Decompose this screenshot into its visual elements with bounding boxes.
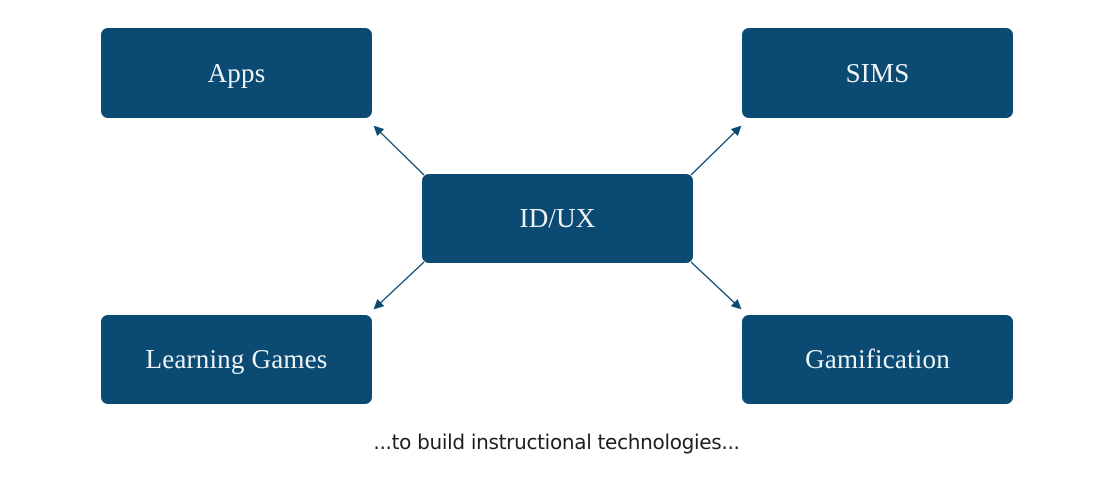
learning-games-node: Learning Games [101, 315, 372, 404]
arrow-to-sims [690, 125, 742, 176]
gamification-node-label: Gamification [805, 344, 950, 374]
diagram-caption: ...to build instructional technologies..… [373, 430, 740, 454]
arrow-to-learning-games [373, 261, 425, 310]
apps-node: Apps [101, 28, 372, 118]
sims-node: SIMS [742, 28, 1013, 118]
learning-games-node-label: Learning Games [145, 344, 328, 374]
apps-node-label: Apps [207, 57, 266, 88]
center-node-label: ID/UX [519, 203, 596, 233]
arrow-to-gamification [690, 261, 742, 310]
id-ux-center-node: ID/UX [422, 174, 693, 263]
arrow-to-apps [373, 125, 425, 176]
sims-node-label: SIMS [845, 57, 910, 88]
gamification-node: Gamification [742, 315, 1013, 404]
